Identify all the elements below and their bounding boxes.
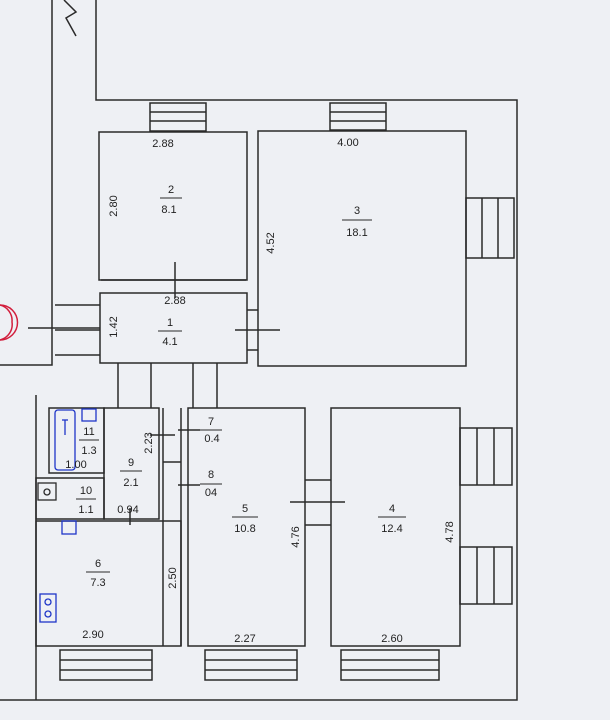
room-10-number: 10 — [80, 485, 92, 497]
fixtures — [39, 408, 97, 623]
window-bottom-1 — [59, 649, 153, 681]
room-9-number: 9 — [128, 457, 134, 469]
room-6-number: 6 — [95, 558, 101, 570]
room-9-area: 2.1 — [123, 477, 138, 489]
window-bottom-3 — [340, 649, 440, 681]
room-5-area: 10.8 — [234, 523, 255, 535]
room-4-area: 12.4 — [381, 523, 402, 535]
dim-room3-height: 4.52 — [265, 232, 277, 253]
room-5-outline — [187, 407, 306, 647]
left-wall-line — [0, 0, 53, 366]
room-2-area: 8.1 — [161, 204, 176, 216]
window-bottom-2 — [204, 649, 298, 681]
room-2-number: 2 — [168, 184, 174, 196]
dim-room4-height: 4.78 — [444, 521, 456, 542]
window-right-top — [465, 197, 515, 259]
room-3-number: 3 — [354, 205, 360, 217]
room-7-number: 7 — [208, 416, 214, 428]
stove-icon — [39, 593, 57, 623]
dim-room1-height: 1.42 — [108, 316, 120, 337]
room-11-area: 1.3 — [81, 445, 96, 457]
room-labels: 2 8.1 3 18.1 1 4.1 7 0.4 8 04 5 10.8 4 1… — [76, 184, 406, 589]
room-4-number: 4 — [389, 503, 395, 515]
dim-room10-width: 0.94 — [117, 504, 138, 516]
red-circle-marker — [0, 304, 19, 341]
dimension-labels: 2.88 2.80 2.88 1.42 4.00 4.52 2.23 1.00 … — [65, 137, 456, 645]
bathtub-icon — [54, 409, 76, 471]
dim-room5-height: 4.76 — [290, 526, 302, 547]
room-7-area: 0.4 — [204, 433, 219, 445]
window-right-bottom — [459, 546, 513, 605]
red-circle-marker-arc — [0, 304, 13, 341]
room-3-area: 18.1 — [346, 227, 367, 239]
dim-room3-width: 4.00 — [337, 137, 358, 149]
room-8-area: 04 — [205, 487, 217, 499]
dim-room11-width: 1.00 — [65, 459, 86, 471]
room-4-outline — [330, 407, 461, 647]
dim-room1-width: 2.88 — [164, 295, 185, 307]
dim-room9-height: 2.23 — [143, 432, 155, 453]
walls — [0, 0, 518, 701]
room-11-number: 11 — [83, 426, 94, 438]
window-right-middle — [459, 427, 513, 486]
room-9-outline — [103, 407, 160, 520]
washbasin-icon — [81, 408, 97, 422]
sink-fixture — [37, 482, 57, 501]
dim-room6-height: 2.50 — [167, 567, 179, 588]
dim-room2-height: 2.80 — [108, 195, 120, 216]
break-mark — [63, 0, 78, 37]
toilet-icon — [61, 520, 77, 535]
room-6-area: 7.3 — [90, 577, 105, 589]
dim-room6-width: 2.90 — [82, 629, 103, 641]
room-10-area: 1.1 — [78, 504, 93, 516]
room-5-number: 5 — [242, 503, 248, 515]
room-8-number: 8 — [208, 469, 214, 481]
room-1-area: 4.1 — [162, 336, 177, 348]
dim-room2-width: 2.88 — [152, 138, 173, 150]
dim-room4-width: 2.60 — [381, 633, 402, 645]
window-top-right — [329, 102, 387, 131]
outer-wall-line — [0, 0, 518, 701]
sink-icon — [37, 482, 57, 501]
dim-room5-width: 2.27 — [234, 633, 255, 645]
window-top-left — [149, 102, 207, 132]
room-1-number: 1 — [167, 317, 173, 329]
